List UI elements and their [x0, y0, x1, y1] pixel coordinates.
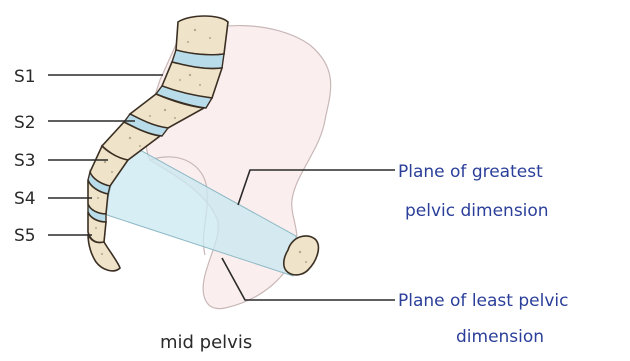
label-s2: S2 [14, 113, 36, 133]
plane-least-label-line2: dimension [456, 327, 544, 347]
plane-greatest-label-line1: Plane of greatest [398, 162, 543, 182]
plane-greatest-label-line2: pelvic dimension [405, 201, 549, 221]
label-s1: S1 [14, 67, 36, 87]
vertebra-l5 [176, 16, 228, 55]
label-s4: S4 [14, 189, 36, 209]
label-s5: S5 [14, 226, 36, 246]
plane-least-label-line1: Plane of least pelvic [398, 291, 568, 311]
label-s3: S3 [14, 151, 36, 171]
caption-mid-pelvis: mid pelvis [160, 332, 252, 353]
